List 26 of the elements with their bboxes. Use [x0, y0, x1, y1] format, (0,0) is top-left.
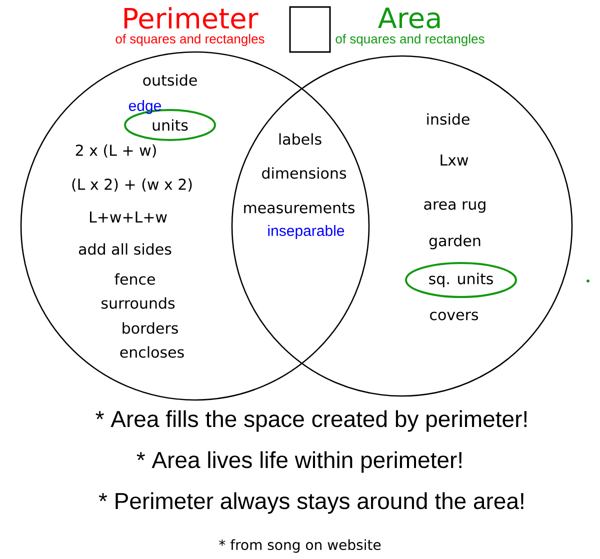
word-label: L+w+L+w: [90, 212, 167, 222]
circle-heading: Perimeter: [124, 7, 258, 29]
word-label: dimensions: [262, 167, 346, 179]
word-label: Lxw: [440, 154, 468, 166]
word-label: outside: [143, 74, 197, 86]
sentence: * Perimeter always stays around the area!: [98, 492, 524, 514]
word-label: (L x 2) + (w x 2): [72, 178, 192, 192]
word-label: add all sides: [78, 243, 172, 255]
word-label: labels: [279, 133, 322, 145]
circle-heading: Area: [378, 8, 440, 28]
word-label: encloses: [120, 346, 184, 358]
sentence: * Area lives life within perimeter!: [136, 451, 462, 473]
word-label: borders: [122, 322, 178, 334]
word-label: fence: [114, 273, 155, 285]
word-label: surrounds: [102, 297, 175, 309]
word-label: covers: [430, 312, 478, 320]
sentence: * Area fills the space created by perimeter!: [96, 410, 526, 432]
circled-word: sq. units: [405, 262, 517, 298]
word-label: inside: [427, 113, 470, 125]
footnote: * from song on website: [219, 539, 381, 553]
word-label: measurements: [244, 202, 354, 214]
word-label: area rug: [424, 201, 486, 213]
circle-heading: of squares and rectangles: [116, 34, 264, 46]
circle-heading: of squares and rectangles: [336, 34, 484, 46]
word-label: 2 x (L + w): [76, 144, 156, 158]
word-label: inseparable: [268, 225, 344, 239]
